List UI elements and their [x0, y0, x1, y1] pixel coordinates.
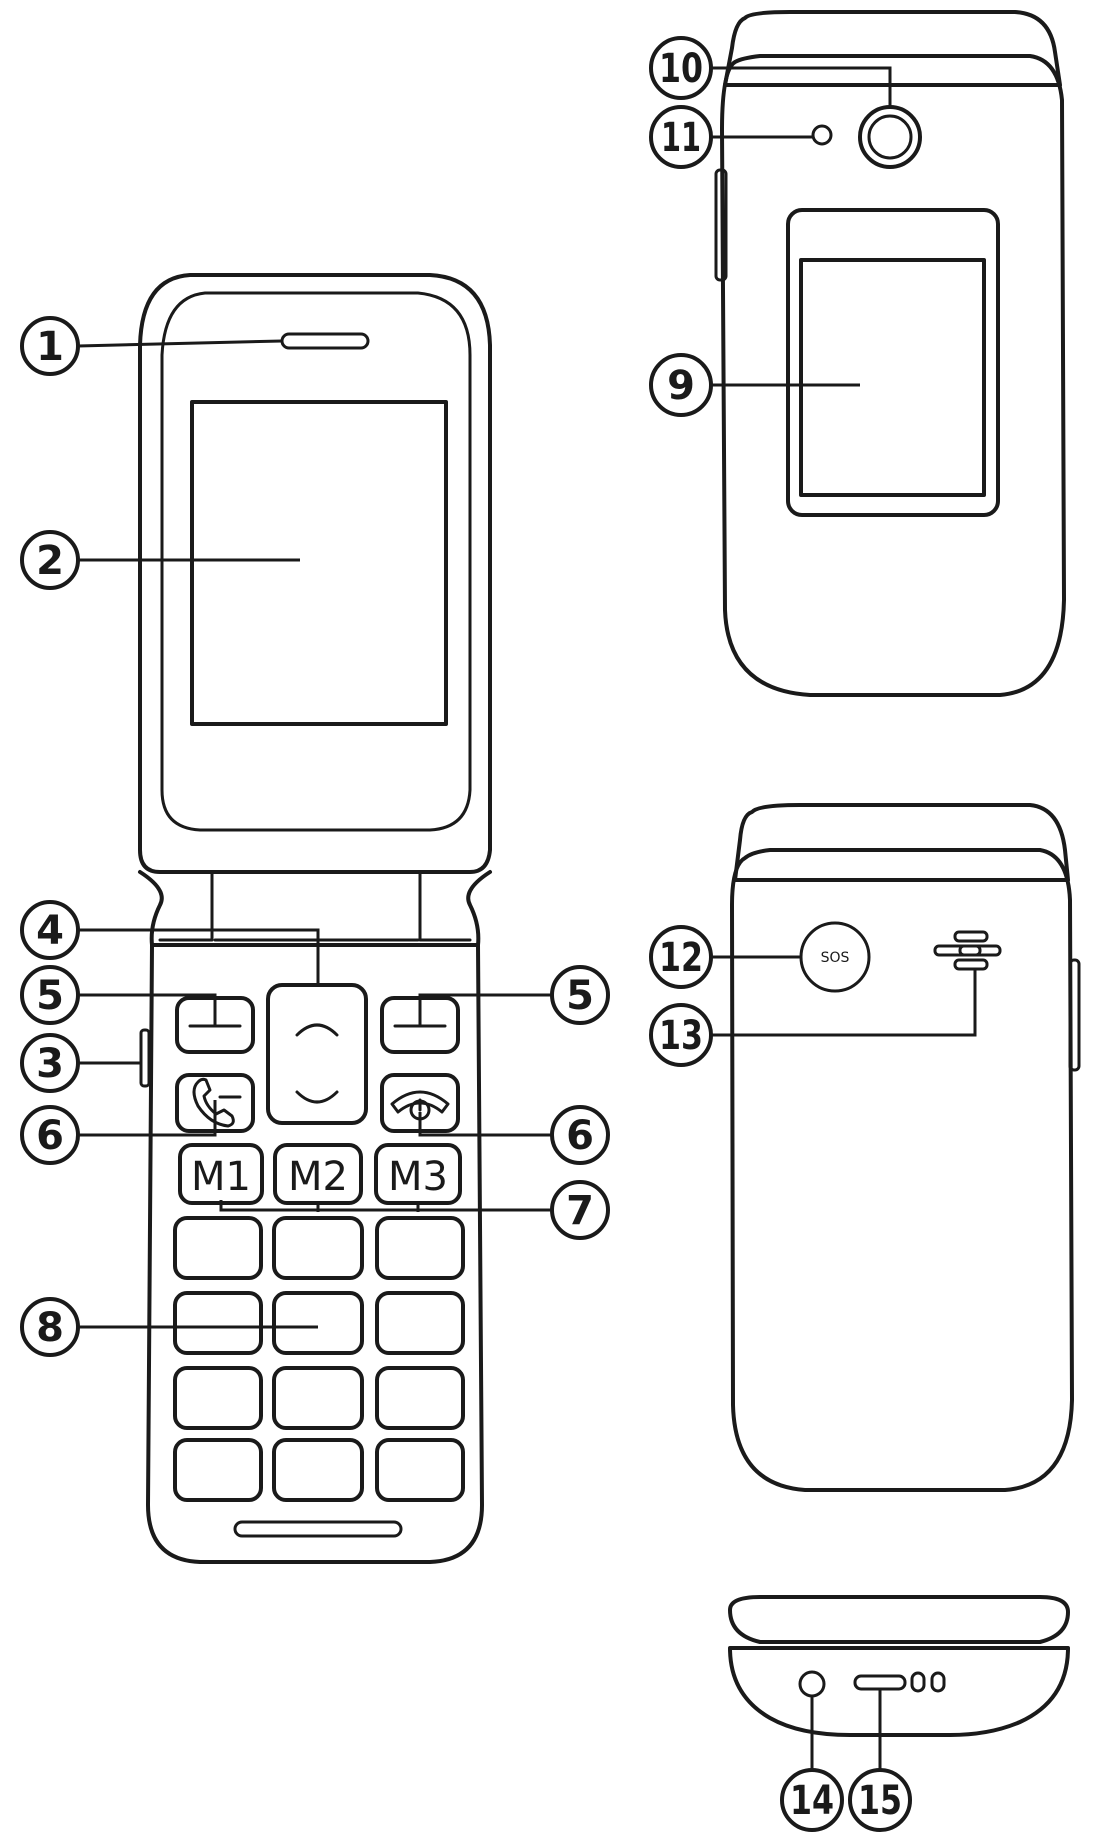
callout-12: 12 — [649, 925, 713, 989]
charging-contact — [910, 1671, 926, 1693]
svg-text:5: 5 — [566, 973, 594, 1019]
callout-14: 14 — [780, 1768, 844, 1832]
outer-display — [799, 258, 986, 497]
memory-key-m3-label: M3 — [388, 1154, 448, 1200]
callout-5-right: 5 — [550, 965, 610, 1025]
keypad-key — [173, 1438, 263, 1502]
hinge-right-block — [418, 870, 472, 942]
svg-text:12: 12 — [659, 935, 703, 981]
callout-13: 13 — [649, 1003, 713, 1067]
keypad-key — [272, 1366, 364, 1430]
callout-15: 15 — [848, 1768, 912, 1832]
svg-text:6: 6 — [36, 1113, 64, 1159]
phone-front-open: M1 M2 M3 — [138, 273, 492, 1564]
phone-back: SOS — [730, 803, 1081, 1492]
keypad-key — [375, 1438, 465, 1502]
svg-text:8: 8 — [36, 1305, 64, 1351]
memory-key-m2-label: M2 — [288, 1154, 348, 1200]
loudspeaker-grille — [933, 930, 1002, 971]
end-handset-icon — [390, 1090, 450, 1114]
keypad-key — [375, 1291, 465, 1355]
hinge — [138, 870, 492, 947]
hinge-left-block — [158, 870, 214, 942]
svg-text:2: 2 — [36, 538, 64, 584]
upper-flip-inner — [160, 291, 472, 832]
charging-contact — [930, 1671, 946, 1693]
closed-body — [720, 54, 1066, 697]
svg-text:1: 1 — [36, 324, 64, 370]
phone-closed-front — [714, 10, 1066, 697]
microphone-slot — [233, 1520, 403, 1538]
closed-top-cap — [723, 10, 1062, 87]
svg-text:13: 13 — [659, 1013, 703, 1059]
callout-11: 11 — [649, 105, 713, 169]
outer-display-frame — [786, 208, 1000, 517]
nav-down-chevron — [295, 1090, 339, 1104]
earpiece-speaker — [280, 332, 370, 350]
keypad — [173, 1216, 465, 1502]
svg-text:4: 4 — [36, 908, 64, 954]
back-body — [730, 848, 1074, 1492]
back-side-key — [1068, 958, 1081, 1072]
callout-9: 9 — [649, 353, 713, 417]
call-handset-icon — [192, 1077, 235, 1128]
main-display — [190, 400, 448, 726]
svg-text:14: 14 — [790, 1778, 834, 1824]
keypad-key — [173, 1366, 263, 1430]
svg-text:15: 15 — [858, 1778, 902, 1824]
lower-body — [146, 943, 484, 1564]
phone-bottom-edge — [728, 1595, 1070, 1737]
callout-8: 8 — [20, 1297, 80, 1357]
callout-2: 2 — [20, 530, 80, 590]
keypad-key — [375, 1366, 465, 1430]
callout-6-right: 6 — [550, 1105, 610, 1165]
keypad-key — [173, 1291, 263, 1355]
callout-3: 3 — [20, 1033, 80, 1093]
svg-text:5: 5 — [36, 973, 64, 1019]
flash-led — [811, 124, 833, 146]
bottom-lower-half — [728, 1646, 1070, 1737]
svg-text:6: 6 — [566, 1113, 594, 1159]
headphone-jack — [798, 1670, 826, 1698]
svg-text:9: 9 — [667, 363, 695, 409]
nav-up-chevron — [295, 1023, 339, 1037]
callout-6-left: 6 — [20, 1105, 80, 1165]
leader-lines — [77, 66, 977, 1770]
svg-text:11: 11 — [661, 115, 701, 161]
svg-text:7: 7 — [566, 1188, 594, 1234]
callout-10: 10 — [649, 36, 713, 100]
keypad-key — [375, 1216, 465, 1280]
outer-camera-lens — [867, 114, 913, 160]
closed-side-key — [714, 168, 728, 282]
keypad-key — [272, 1291, 364, 1355]
callout-1: 1 — [20, 316, 80, 376]
sos-button-label: SOS — [821, 950, 850, 966]
keypad-key — [173, 1216, 263, 1280]
bottom-upper-half — [728, 1595, 1070, 1644]
usb-port — [853, 1674, 907, 1691]
callout-7: 7 — [550, 1180, 610, 1240]
back-top-cap — [733, 803, 1070, 882]
side-key — [139, 1028, 151, 1088]
callout-4: 4 — [20, 900, 80, 960]
svg-text:10: 10 — [659, 46, 703, 92]
keypad-key — [272, 1216, 364, 1280]
memory-key-m1-label: M1 — [191, 1154, 251, 1200]
svg-text:3: 3 — [36, 1041, 64, 1087]
keypad-key — [272, 1438, 364, 1502]
callout-5-left: 5 — [20, 965, 80, 1025]
